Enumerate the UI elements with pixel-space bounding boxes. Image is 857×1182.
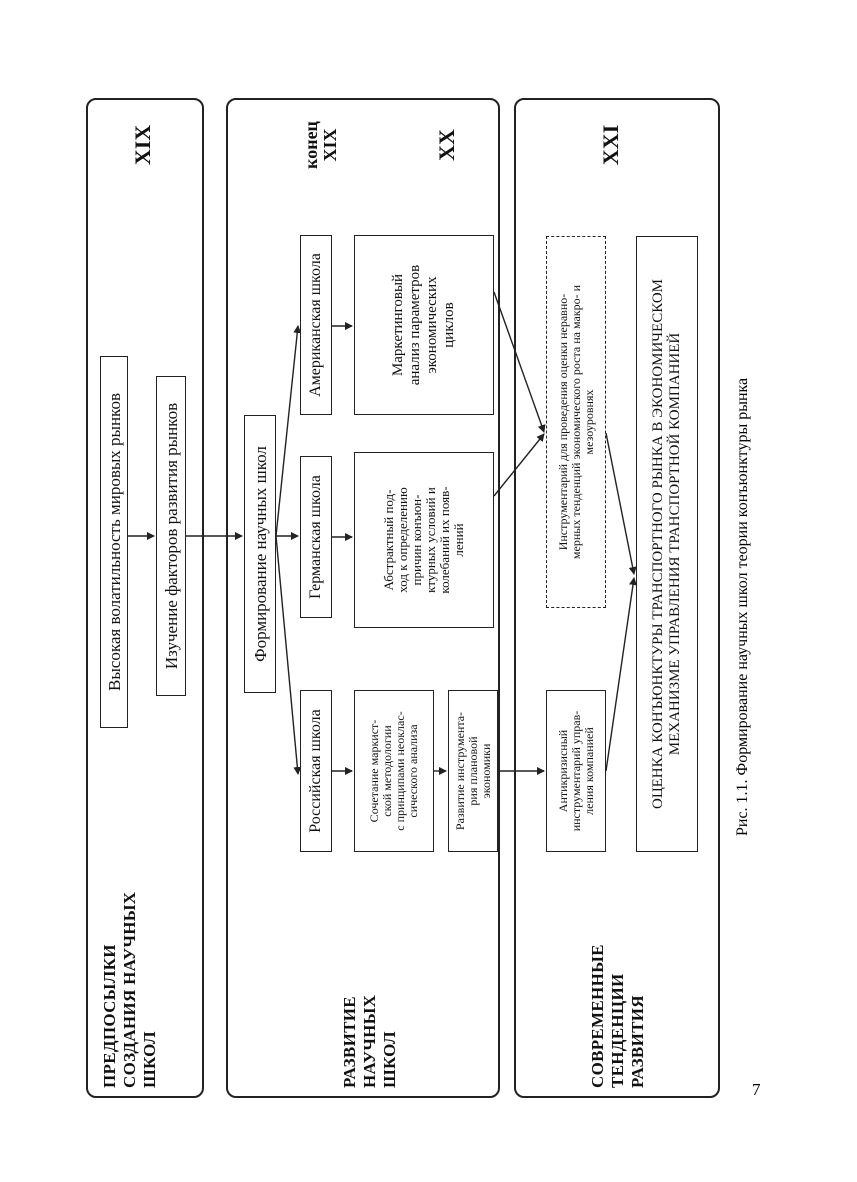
connector-arrows — [128, 291, 637, 775]
page-number: 7 — [752, 1080, 761, 1099]
school-formation-diagram: ПРЕДПОСЫЛКИ СОЗДАНИЯ НАУЧНЫХ ШКОЛ РАЗВИТ… — [86, 98, 746, 1098]
figure-caption: Рис. 1.1. Формирование научных школ теор… — [734, 377, 751, 836]
